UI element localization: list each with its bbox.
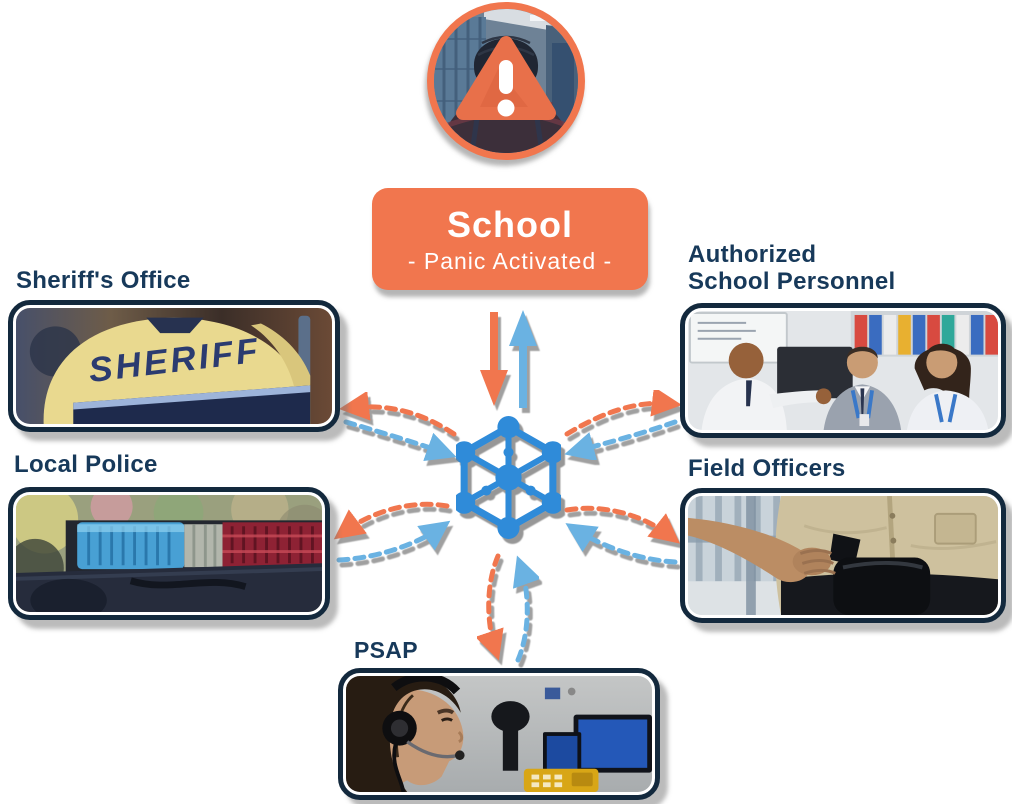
node-card-field-officers <box>680 488 1006 623</box>
node-card-psap <box>338 668 660 800</box>
label-line-1: Authorized <box>688 241 817 268</box>
panic-activated-subtitle: - Panic Activated - <box>407 247 613 274</box>
label-authorized-school-personnel: Authorized School Personnel <box>688 241 896 296</box>
label-local-police: Local Police <box>14 451 158 478</box>
arrows-hub-personnel <box>564 390 681 460</box>
node-card-school-personnel <box>680 303 1006 438</box>
police-lightbar-photo <box>16 495 322 612</box>
arrow-out-icon <box>564 390 681 437</box>
student-hallway-photo <box>434 9 578 153</box>
arrow-in-icon <box>343 419 457 462</box>
arrow-down-icon <box>480 312 508 406</box>
arrow-in-icon <box>564 419 678 460</box>
headset-icon <box>382 676 465 792</box>
dispatcher-photo <box>346 676 652 792</box>
binders <box>854 314 998 355</box>
label-sheriffs-office: Sheriff's Office <box>16 267 191 294</box>
arrow-in-icon <box>336 520 451 563</box>
arrow-in-icon <box>565 523 678 565</box>
arrow-out-icon <box>333 501 450 540</box>
arrows-hub-field <box>564 505 681 565</box>
node-card-local-police <box>8 487 330 620</box>
node-card-sheriffs-office: SHERIFF <box>8 300 340 432</box>
arrow-up-icon <box>509 310 537 408</box>
school-staff-photo <box>688 311 998 430</box>
arrow-out-icon <box>564 505 681 544</box>
school-alert-avatar <box>427 2 585 160</box>
officer-holster-photo <box>688 496 998 615</box>
school-title: School <box>446 203 573 245</box>
sheriff-jacket-photo: SHERIFF <box>16 308 332 424</box>
arrows-hub-police <box>333 501 451 563</box>
arrow-out-icon <box>477 553 504 661</box>
label-field-officers: Field Officers <box>688 455 846 482</box>
arrow-out-icon <box>340 392 457 437</box>
label-line-2: School Personnel <box>688 267 896 295</box>
school-panic-box: School - Panic Activated - <box>372 188 648 290</box>
arrows-school-hub <box>480 310 537 408</box>
arrows-hub-psap <box>477 553 539 663</box>
warning-triangle-icon <box>456 36 556 120</box>
arrows-hub-sheriff <box>340 392 457 462</box>
label-psap: PSAP <box>354 637 418 663</box>
network-nodes-icon <box>456 416 561 539</box>
arrow-in-icon <box>512 555 539 663</box>
